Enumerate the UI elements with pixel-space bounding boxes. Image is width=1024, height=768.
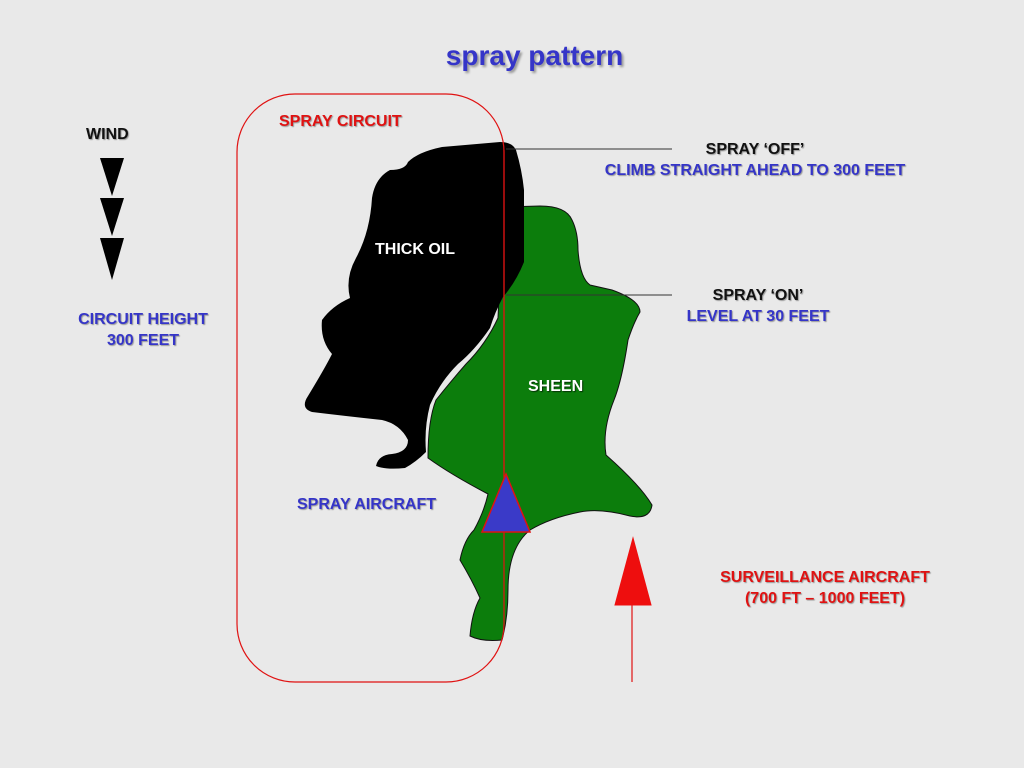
sheen-label: SHEEN: [528, 376, 583, 397]
circuit-height-label: CIRCUIT HEIGHT 300 FEET: [58, 309, 228, 351]
wind-label: WIND: [86, 124, 129, 145]
spray-circuit-label: SPRAY CIRCUIT: [279, 111, 402, 132]
page-title: spray pattern: [0, 40, 1024, 72]
spray-off-callout: SPRAY ‘OFF’ CLIMB STRAIGHT AHEAD TO 300 …: [560, 139, 950, 181]
surveillance-aircraft-line1: SURVEILLANCE AIRCRAFT: [690, 567, 960, 588]
down-arrow-icon: [100, 198, 124, 236]
spray-aircraft-label: SPRAY AIRCRAFT: [297, 494, 436, 515]
thick-oil-label: THICK OIL: [375, 239, 455, 260]
wind-arrows: [100, 158, 124, 280]
circuit-height-line1: CIRCUIT HEIGHT: [58, 309, 228, 330]
surveillance-aircraft-label: SURVEILLANCE AIRCRAFT (700 FT – 1000 FEE…: [690, 567, 960, 609]
spray-on-instruction: LEVEL AT 30 FEET: [640, 306, 876, 327]
spray-off-label: SPRAY ‘OFF’: [560, 139, 950, 160]
spray-on-callout: SPRAY ‘ON’ LEVEL AT 30 FEET: [640, 285, 876, 327]
spray-on-label: SPRAY ‘ON’: [640, 285, 876, 306]
circuit-height-line2: 300 FEET: [58, 330, 228, 351]
down-arrow-icon: [100, 238, 124, 280]
surveillance-aircraft-line2: (700 FT – 1000 FEET): [690, 588, 960, 609]
spray-off-instruction: CLIMB STRAIGHT AHEAD TO 300 FEET: [560, 160, 950, 181]
surveillance-aircraft-icon: [615, 538, 651, 605]
down-arrow-icon: [100, 158, 124, 196]
